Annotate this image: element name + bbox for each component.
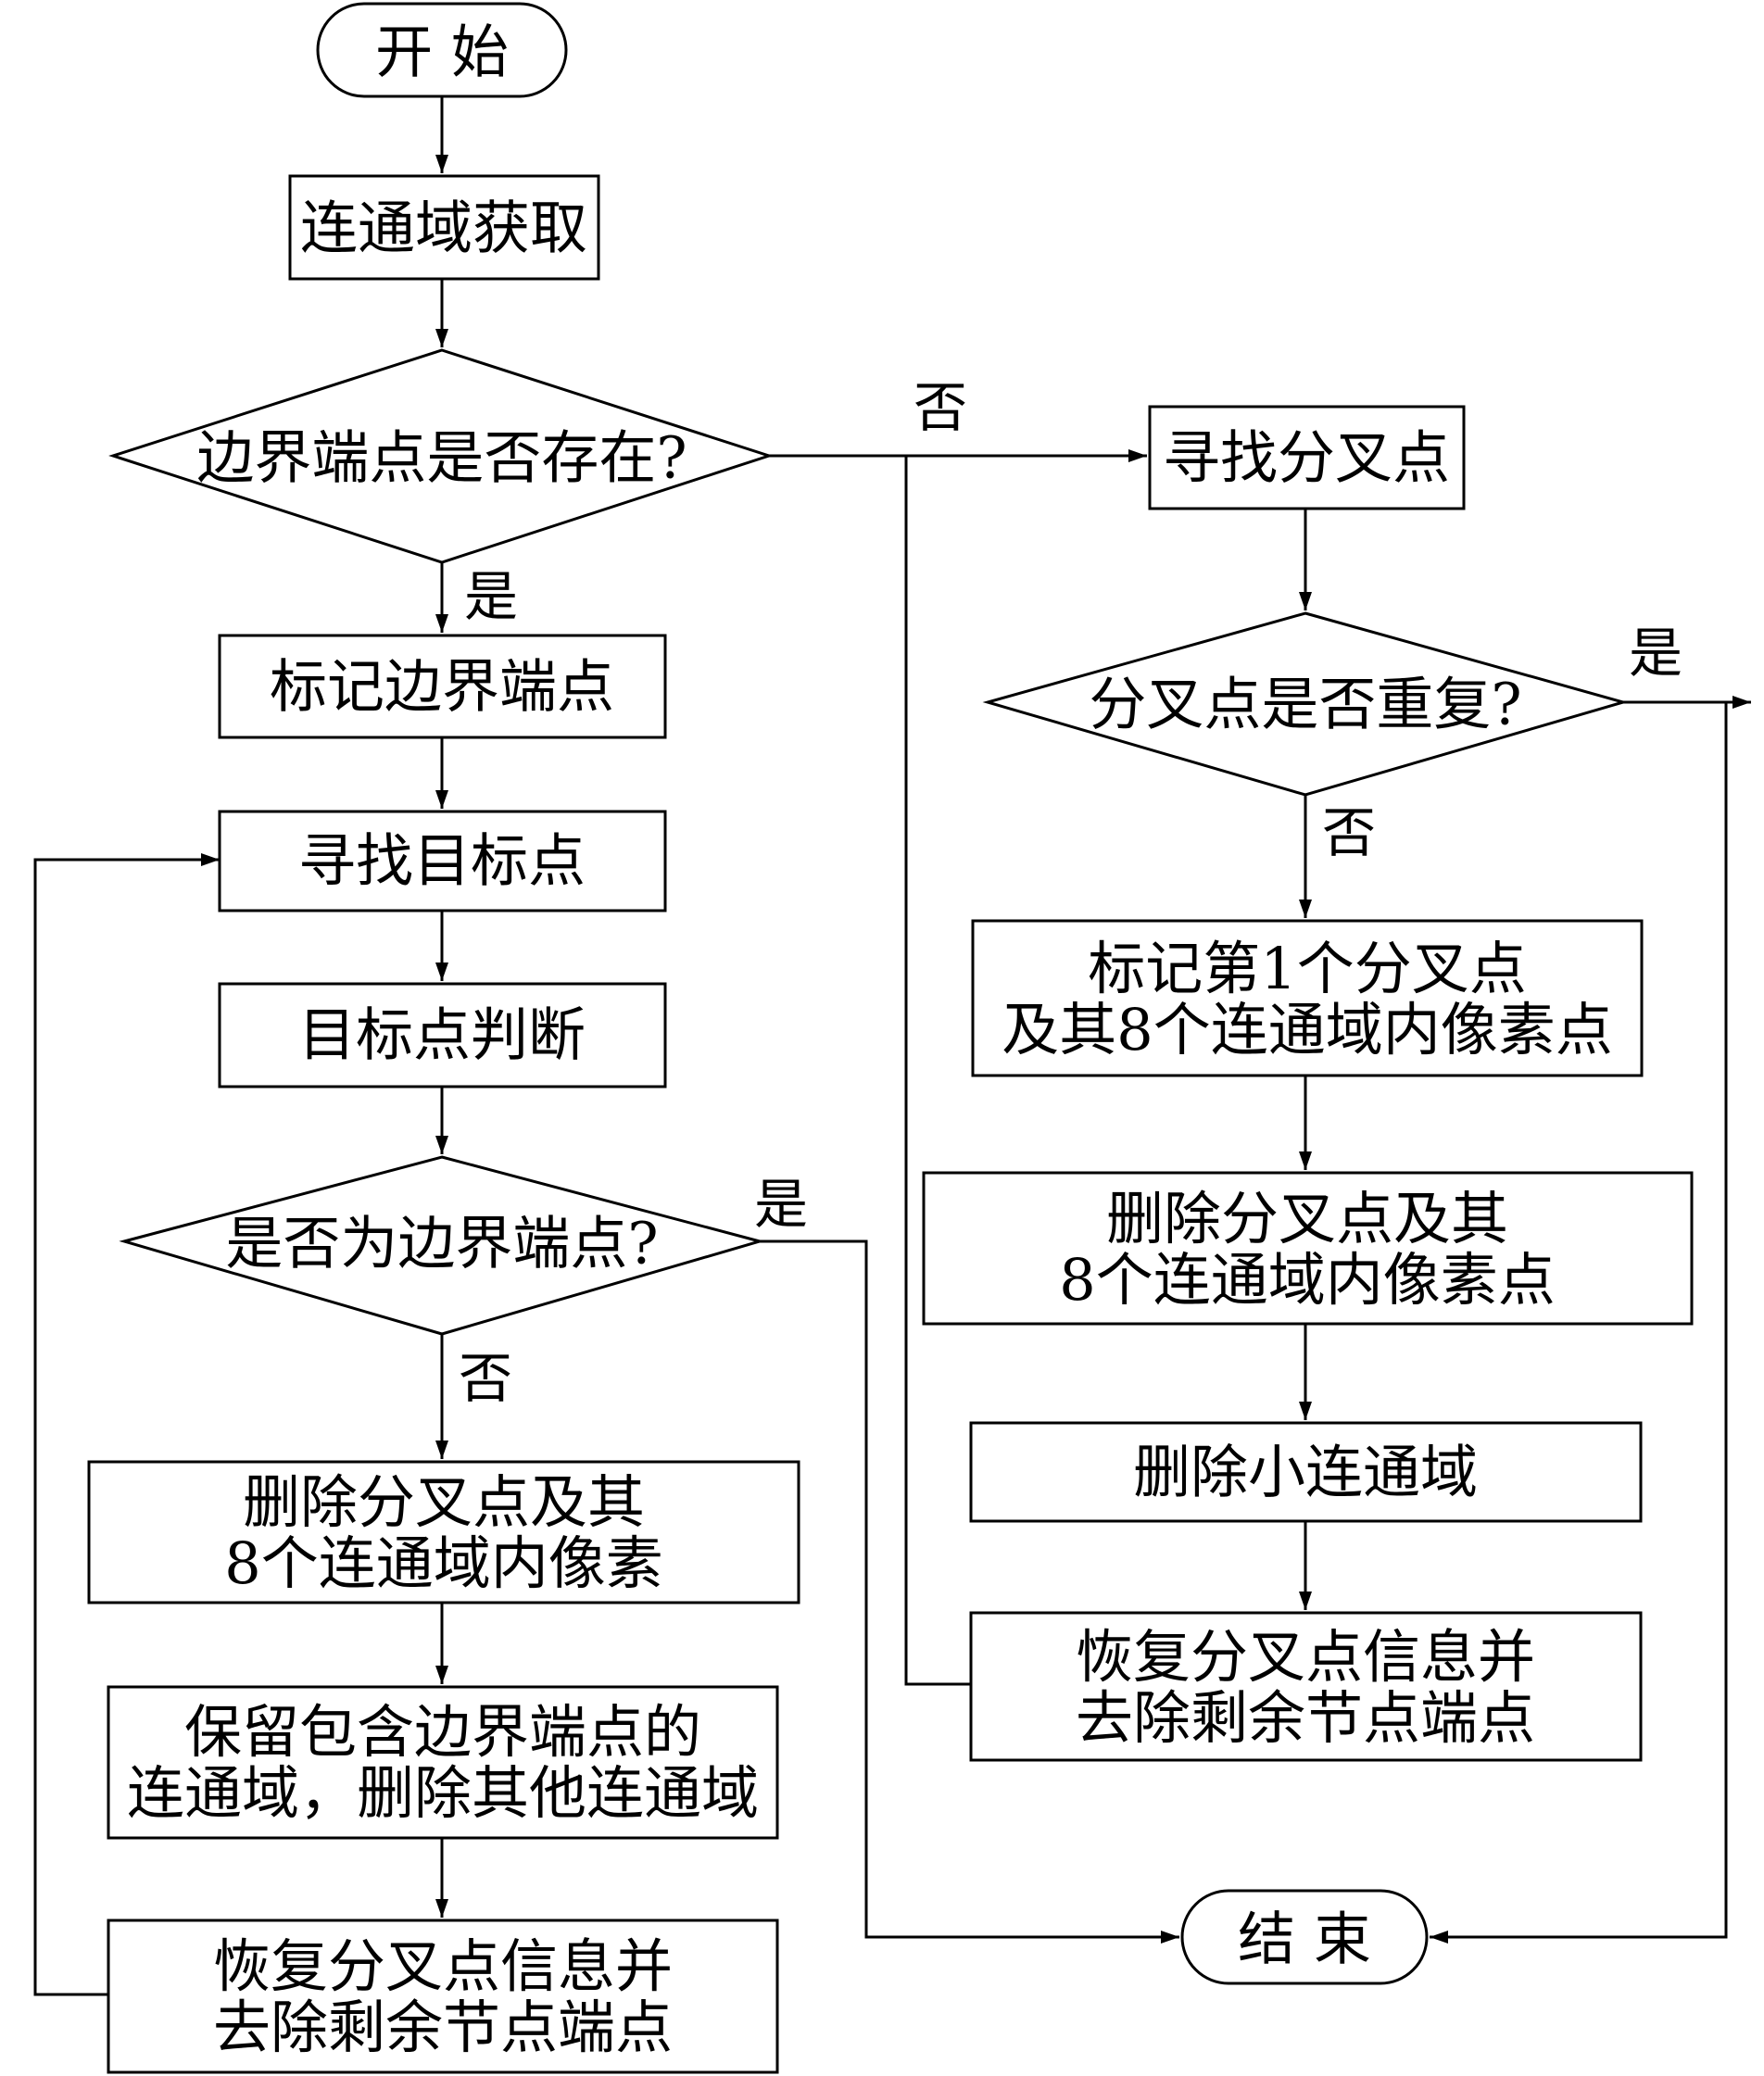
- get-components-box: [288, 174, 600, 281]
- restore-left-line-2: 去除剩余节点端点: [213, 1994, 673, 2061]
- node-mark-boundary: 标记边界端点: [218, 634, 667, 739]
- get-components-text: 连通域获取: [300, 195, 587, 262]
- node-find-fork: 寻找分叉点: [1148, 405, 1466, 510]
- node-is-boundary: 是否为边界端点?: [119, 1155, 765, 1336]
- node-restore-left: 恢复分叉点信息并去除剩余节点端点: [107, 1919, 779, 2074]
- restore-right-box: [969, 1611, 1643, 1762]
- is-boundary-diamond: [119, 1155, 765, 1336]
- restore-left-box: [107, 1919, 779, 2074]
- end-terminator: [1180, 1889, 1429, 1985]
- arrow-boundary-yes-to-end: [760, 1239, 1179, 1944]
- delete-fork-left-line-2: 8个连通域内像素: [224, 1529, 662, 1597]
- mark-first-fork-line-1: 标记第1个分叉点: [1088, 935, 1526, 1002]
- judge-target-text: 目标点判断: [298, 1001, 586, 1069]
- keep-components-box: [107, 1685, 779, 1840]
- label-fork-repeat-yes: 是: [1629, 622, 1682, 685]
- node-fork-repeat: 分叉点是否重复?: [982, 611, 1629, 797]
- node-restore-right: 恢复分叉点信息并去除剩余节点端点: [969, 1611, 1643, 1762]
- is-boundary-text: 是否为边界端点?: [225, 1210, 658, 1277]
- fork-repeat-text: 分叉点是否重复?: [1089, 671, 1521, 738]
- restore-right-line-1: 恢复分叉点信息并: [1076, 1623, 1535, 1691]
- delete-fork-right-line-2: 8个连通域内像素点: [1059, 1246, 1555, 1314]
- delete-fork-right-box: [922, 1171, 1694, 1326]
- end-text: 结 束: [1238, 1906, 1371, 1973]
- find-target-text: 寻找目标点: [298, 827, 586, 895]
- connectors: [33, 96, 1751, 1996]
- mark-boundary-box: [218, 634, 667, 739]
- label-is-boundary-yes: 是: [754, 1173, 808, 1236]
- find-target-box: [218, 810, 667, 912]
- arrow-restore-to-main: [904, 456, 971, 1686]
- node-judge-target: 目标点判断: [218, 982, 667, 1088]
- restore-right-text: 恢复分叉点信息并去除剩余节点端点: [1076, 1623, 1535, 1752]
- restore-right-line-2: 去除剩余节点端点: [1076, 1684, 1535, 1752]
- node-find-target: 寻找目标点: [218, 810, 667, 912]
- node-keep-components: 保留包含边界端点的连通域，删除其他连通域: [107, 1685, 779, 1840]
- delete-fork-left-box: [87, 1460, 800, 1604]
- node-start: 开 始: [316, 2, 568, 98]
- delete-small-text: 删除小连通域: [1133, 1439, 1478, 1506]
- branch-labels: 否 是 是 否 是 否: [459, 376, 1682, 1410]
- mark-first-fork-box: [971, 919, 1644, 1077]
- mark-first-fork-line-2: 及其8个连通域内像素点: [1002, 996, 1612, 1063]
- label-fork-repeat-no: 否: [1322, 801, 1376, 864]
- label-boundary-no: 否: [914, 376, 967, 439]
- judge-target-box: [218, 982, 667, 1088]
- arrow-forkrepeat-yes-to-end: [1430, 700, 1728, 1944]
- node-end: 结 束: [1180, 1889, 1429, 1985]
- restore-left-line-1: 恢复分叉点信息并: [213, 1932, 673, 2000]
- find-fork-box: [1148, 405, 1466, 510]
- start-terminator: [316, 2, 568, 98]
- label-boundary-yes: 是: [464, 565, 518, 628]
- delete-fork-left-line-1: 删除分叉点及其: [243, 1468, 645, 1536]
- restore-left-text: 恢复分叉点信息并去除剩余节点端点: [213, 1932, 673, 2061]
- mark-boundary-text: 标记边界端点: [270, 653, 614, 721]
- label-is-boundary-no: 否: [459, 1347, 512, 1410]
- find-fork-text: 寻找分叉点: [1163, 424, 1450, 492]
- fork-repeat-diamond: [982, 611, 1629, 797]
- boundary-exists-diamond: [108, 348, 774, 564]
- delete-fork-right-line-1: 删除分叉点及其: [1106, 1185, 1508, 1252]
- keep-components-line-1: 保留包含边界端点的: [184, 1698, 701, 1766]
- delete-small-box: [969, 1421, 1643, 1523]
- node-delete-small: 删除小连通域: [969, 1421, 1643, 1523]
- start-text: 开 始: [375, 19, 509, 86]
- node-mark-first-fork: 标记第1个分叉点及其8个连通域内像素点: [971, 919, 1644, 1077]
- arrow-loop-back: [33, 853, 220, 1996]
- boundary-exists-text: 边界端点是否存在?: [196, 424, 687, 492]
- keep-components-line-2: 连通域，删除其他连通域: [127, 1759, 759, 1827]
- mark-first-fork-text: 标记第1个分叉点及其8个连通域内像素点: [1002, 935, 1612, 1063]
- node-get-components: 连通域获取: [288, 174, 600, 281]
- node-boundary-exists: 边界端点是否存在?: [108, 348, 774, 564]
- keep-components-text: 保留包含边界端点的连通域，删除其他连通域: [127, 1698, 759, 1827]
